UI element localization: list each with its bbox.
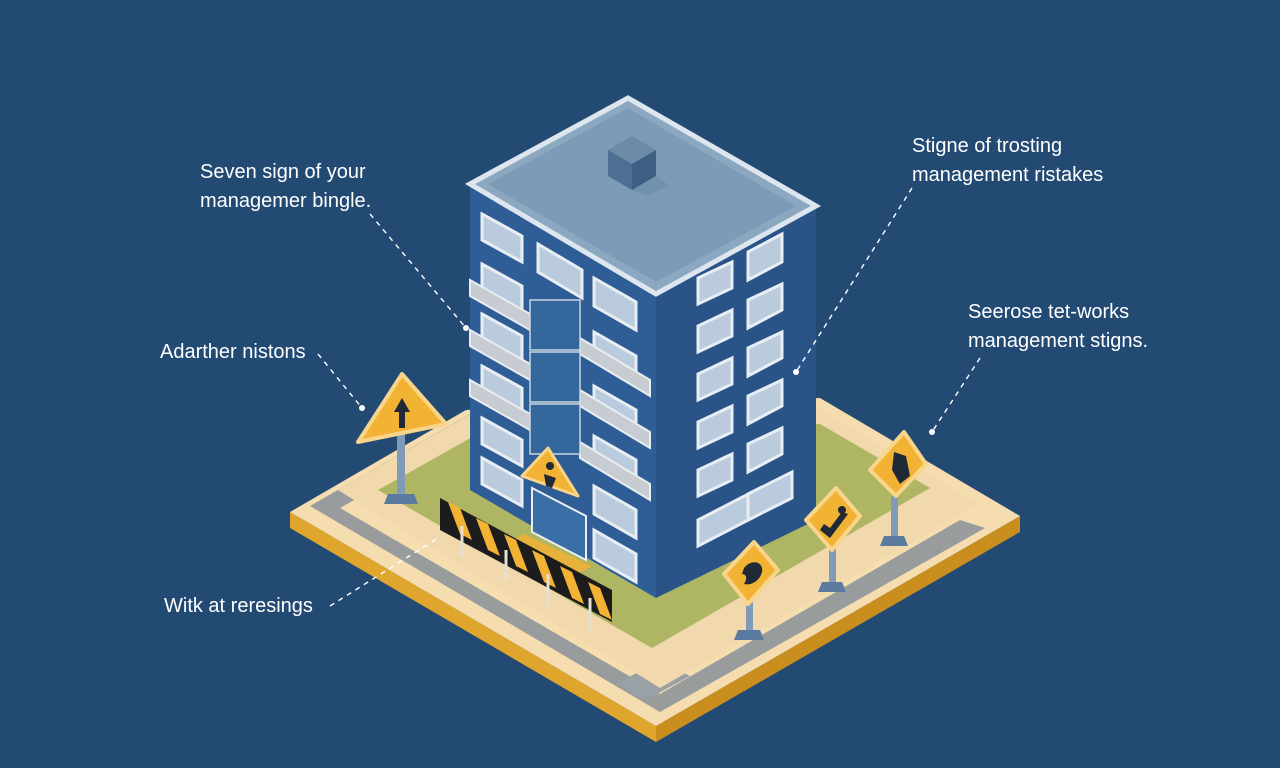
callout-mid-right-line1: Seerose tet-works [968,301,1130,323]
callout-top-right-line1: Stigne of trosting [912,135,1063,157]
callout-top-left: Seven sign of your managemer bingle. [200,158,371,216]
callout-top-left-line1: Seven sign of your [200,161,366,183]
callout-mid-right-line2: management stigns. [968,330,1149,352]
leader-line-bottom-left [329,537,439,607]
leader-line-mid-left [317,353,363,409]
leader-line-top-right [795,187,913,373]
apartment-building [464,95,822,598]
callout-bottom-left-line1: Witk at reresings [164,595,313,617]
leader-dots [359,325,935,435]
barricade-icon [440,498,612,630]
callout-mid-left-line1: Adarther nistons [160,341,306,363]
warning-sign-door-icon [868,430,928,546]
warning-sign-bird-icon [722,540,780,640]
warning-sign-arrow-icon [356,372,448,504]
warning-sign-figure-icon [520,446,580,498]
callout-top-right: Stigne of trosting management ristakes [912,132,1103,190]
callout-top-left-line2: managemer bingle. [200,190,372,212]
rooftop-unit-icon [608,136,670,196]
callout-mid-left: Adarther nistons [160,338,306,367]
leader-line-mid-right [931,357,981,433]
leader-lines [317,187,981,607]
callout-mid-right: Seerose tet-works management stigns. [968,298,1148,356]
leader-line-top-left [369,213,467,329]
callout-bottom-left: Witk at reresings [164,592,313,621]
callout-top-right-line2: management ristakes [912,164,1104,186]
warning-sign-check-icon [804,486,862,592]
